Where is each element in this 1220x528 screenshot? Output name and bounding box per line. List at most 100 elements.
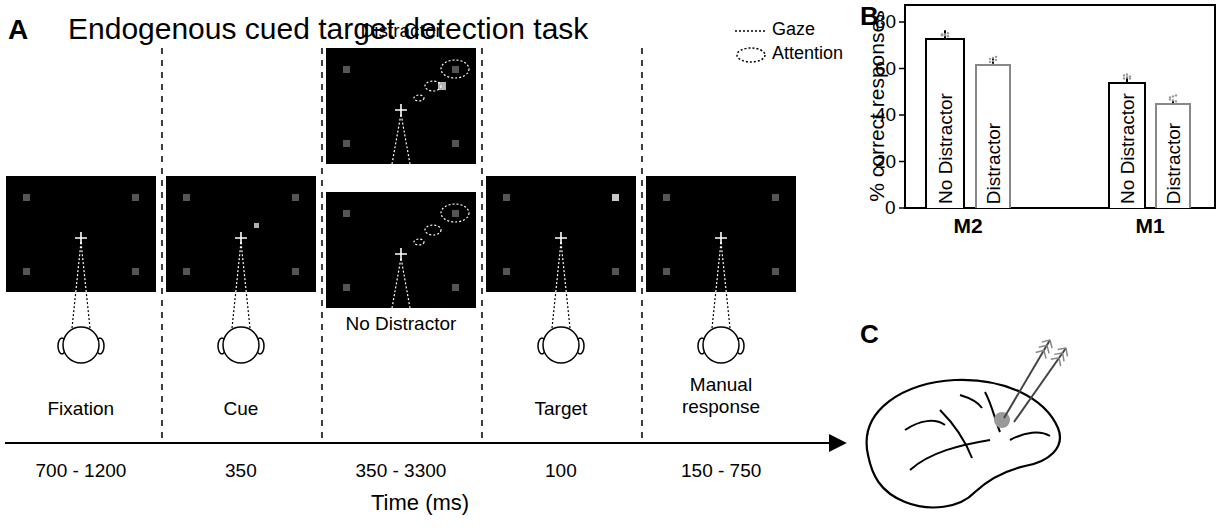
placeholder-square (292, 194, 299, 201)
bar: No Distractor (925, 38, 965, 208)
bar-label: Distractor (1164, 123, 1183, 204)
gaze-line (712, 292, 716, 328)
screen-background (6, 176, 156, 292)
text-label: M1 (1136, 214, 1165, 238)
gaze-line (716, 242, 721, 292)
panel-letter: C (860, 320, 879, 350)
placeholder-square (292, 268, 299, 275)
screen-background (486, 176, 636, 292)
data-point (944, 34, 946, 36)
text-label: Time (ms) (371, 490, 469, 515)
bar-label: Distractor (984, 123, 1003, 204)
attention-ellipse (425, 81, 441, 91)
electrode-fletching (1059, 358, 1060, 366)
gaze-line (721, 242, 726, 292)
attention-ellipse (441, 204, 469, 222)
placeholder-square (452, 210, 459, 217)
placeholder-square (343, 284, 350, 291)
data-point (1126, 73, 1128, 75)
phase-separator (481, 48, 483, 440)
electrode-fletching (1047, 345, 1049, 353)
gaze-line (76, 242, 81, 292)
electrode-fletching (1050, 340, 1052, 348)
tick-label: 0 (885, 197, 896, 219)
placeholder-square (343, 210, 350, 217)
electrode (1014, 348, 1067, 422)
gaze-line (86, 292, 90, 328)
electrode-fletching (1058, 348, 1066, 349)
fixation-cross (235, 232, 247, 244)
text-label: Cue (224, 398, 259, 420)
gaze-line (232, 292, 236, 328)
display-screen (326, 48, 476, 164)
attention-legend-sample (737, 48, 765, 62)
brain-panel (867, 340, 1068, 507)
text-label: No Distractor (346, 313, 457, 335)
tick-label: 60 (875, 58, 896, 80)
chart-frame (905, 5, 1215, 208)
duration-label: 700 - 1200 (36, 460, 127, 482)
panel-letter: A (8, 14, 28, 46)
gaze-line (561, 242, 566, 292)
data-point (941, 33, 943, 35)
data-point (944, 33, 946, 35)
gaze-line (392, 258, 401, 308)
bar: No Distractor (1108, 82, 1146, 208)
gaze-line (401, 114, 410, 164)
task-panel (5, 31, 845, 443)
bar: Distractor (975, 64, 1011, 208)
attention-ellipse (414, 95, 424, 101)
brain-sulcus (960, 395, 982, 408)
display-screen (486, 176, 636, 292)
screen-background (166, 176, 316, 292)
display-screen (6, 176, 156, 292)
duration-label: 350 - 3300 (356, 460, 447, 482)
panel-title: Endogenous cued target detection task (68, 12, 588, 47)
duration-label: 350 (225, 460, 257, 482)
axis-tick (899, 207, 905, 209)
gaze-line (552, 292, 556, 328)
cue-square (254, 223, 259, 228)
gaze-line (726, 292, 730, 328)
placeholder-square (183, 194, 190, 201)
placeholder-square (23, 268, 30, 275)
data-point (995, 59, 997, 61)
placeholder-square (452, 66, 459, 73)
attention-ellipse (414, 239, 424, 245)
fixation-cross (395, 104, 407, 116)
gaze-line (81, 242, 86, 292)
fixation-cross (555, 232, 567, 244)
tick-label: 80 (875, 11, 896, 33)
placeholder-square (23, 194, 30, 201)
attention-ellipse (425, 225, 441, 235)
data-point (992, 57, 994, 59)
axis-tick (899, 114, 905, 116)
placeholder-square (772, 194, 779, 201)
recording-site (994, 412, 1010, 428)
electrode-shaft (1014, 348, 1066, 422)
electrode-fletching (1042, 340, 1050, 342)
duration-label: 150 - 750 (681, 460, 761, 482)
screen-background (326, 192, 476, 308)
display-screen (326, 192, 476, 308)
bar-label: No Distractor (935, 93, 954, 204)
placeholder-square (183, 268, 190, 275)
data-point (947, 35, 949, 37)
placeholder-square (772, 268, 779, 275)
data-point (947, 32, 949, 34)
gaze-line (566, 292, 570, 328)
duration-label: 100 (545, 460, 577, 482)
head-icon (698, 327, 744, 363)
data-point (995, 56, 997, 58)
data-point (1129, 77, 1131, 79)
head (223, 327, 259, 363)
placeholder-square (663, 268, 670, 275)
fixation-cross (715, 232, 727, 244)
brain-sulcus (910, 440, 990, 470)
electrode-fletching (1044, 350, 1046, 358)
gaze-line (392, 114, 401, 164)
data-point (1126, 76, 1128, 78)
axis-tick (899, 68, 905, 70)
